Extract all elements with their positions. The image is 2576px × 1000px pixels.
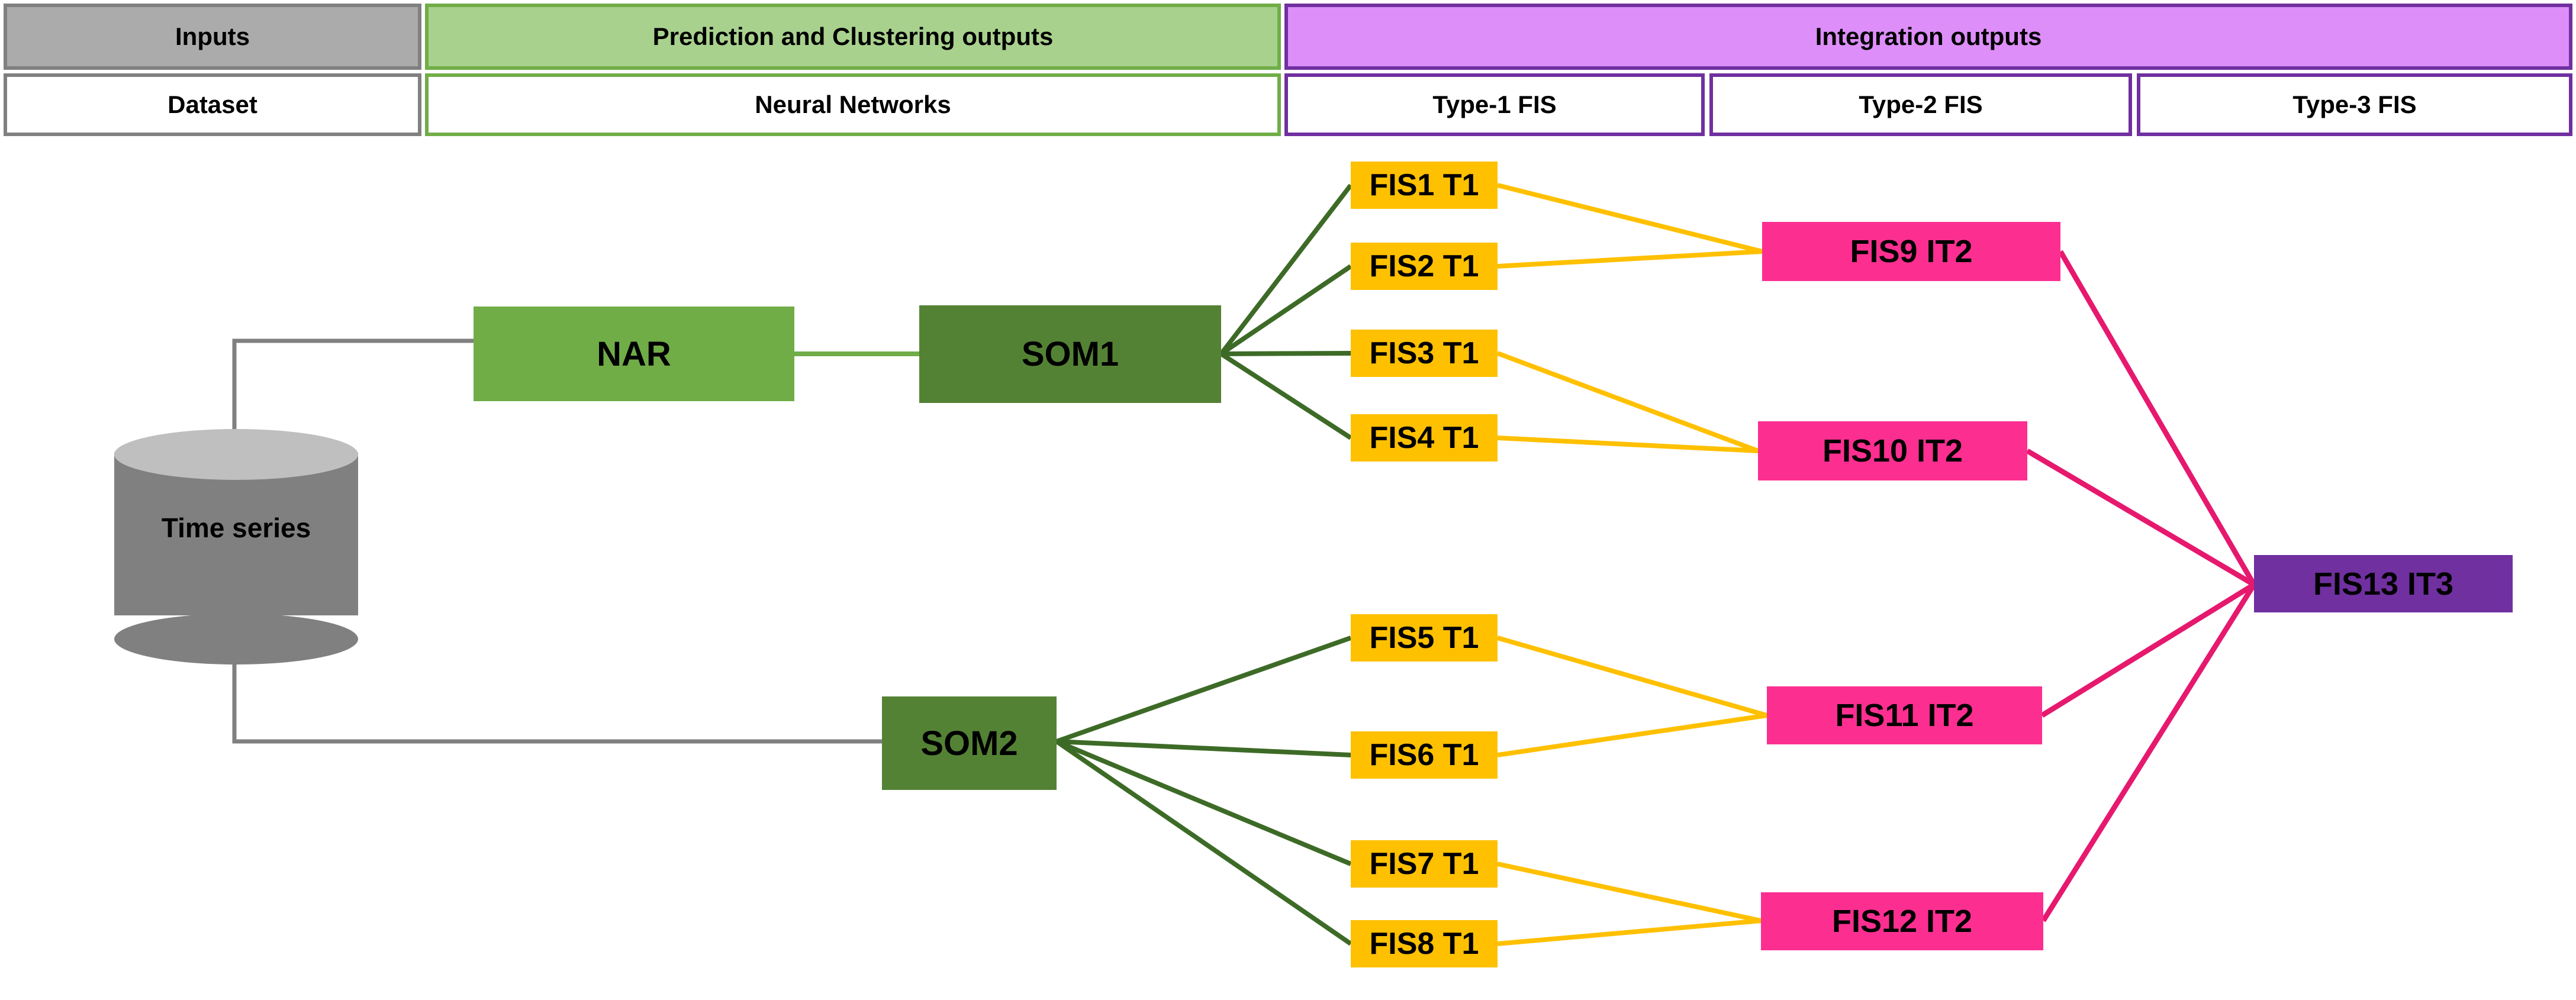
header-table: Inputs Prediction and Clustering outputs… [0, 0, 2576, 142]
link-fis8-fis12 [1497, 918, 1762, 946]
link-som1-fis2 [1219, 264, 1353, 356]
header-sub-type-3-fis: Type-3 FIS [2137, 73, 2572, 136]
link-fis6-fis11 [1497, 713, 1767, 757]
node-fis8[interactable]: FIS8 T1 [1351, 920, 1498, 967]
link-fis1-fis9 [1497, 183, 1763, 254]
link-som2-fis6 [1056, 739, 1351, 757]
link-som1-fis3 [1221, 351, 1351, 356]
node-fis4[interactable]: FIS4 T1 [1351, 414, 1498, 462]
header-sub-type-2-fis: Type-2 FIS [1709, 73, 2132, 136]
header-band-integration: Integration outputs [1284, 4, 2572, 70]
link-som1-fis1 [1219, 183, 1353, 356]
link-fis9-fis13 [2058, 250, 2256, 586]
link-som2-fis7 [1055, 739, 1352, 866]
dataset-cylinder: Time series [114, 429, 358, 664]
node-fis11[interactable]: FIS11 IT2 [1767, 686, 2042, 744]
node-nar[interactable]: NAR [474, 307, 794, 401]
node-fis9[interactable]: FIS9 IT2 [1762, 222, 2060, 281]
node-fis13[interactable]: FIS13 IT3 [2254, 555, 2513, 612]
link-fis4-fis10 [1497, 436, 1759, 453]
node-fis10[interactable]: FIS10 IT2 [1758, 421, 2027, 480]
node-fis5[interactable]: FIS5 T1 [1351, 614, 1498, 662]
node-fis7[interactable]: FIS7 T1 [1351, 840, 1498, 888]
node-fis12[interactable]: FIS12 IT2 [1761, 892, 2043, 950]
cylinder-bottom [114, 614, 358, 664]
node-fis3[interactable]: FIS3 T1 [1351, 330, 1498, 377]
header-band-prediction-clustering: Prediction and Clustering outputs [425, 4, 1281, 70]
link-som2-fis8 [1055, 739, 1353, 946]
header-band-inputs: Inputs [4, 4, 421, 70]
link-som1-fis4 [1219, 351, 1353, 440]
link-som2-fis5 [1055, 636, 1352, 744]
node-fis1[interactable]: FIS1 T1 [1351, 162, 1498, 209]
node-fis6[interactable]: FIS6 T1 [1351, 731, 1498, 779]
link-fis10-fis13 [2026, 449, 2256, 587]
header-sub-dataset: Dataset [4, 73, 421, 136]
node-fis2[interactable]: FIS2 T1 [1351, 243, 1498, 290]
link-fis5-fis11 [1496, 636, 1768, 718]
link-fis2-fis9 [1497, 249, 1763, 269]
dataset-label: Time series [161, 512, 311, 543]
header-sub-neural-networks: Neural Networks [425, 73, 1281, 136]
link-fis12-fis13 [2041, 583, 2256, 922]
node-som1[interactable]: SOM1 [919, 305, 1221, 403]
node-som2[interactable]: SOM2 [882, 696, 1057, 790]
link-fis11-fis13 [2040, 582, 2256, 718]
header-sub-type-1-fis: Type-1 FIS [1284, 73, 1705, 136]
link-fis7-fis12 [1497, 862, 1762, 923]
link-fis3-fis10 [1496, 351, 1759, 453]
cylinder-top [114, 429, 358, 480]
